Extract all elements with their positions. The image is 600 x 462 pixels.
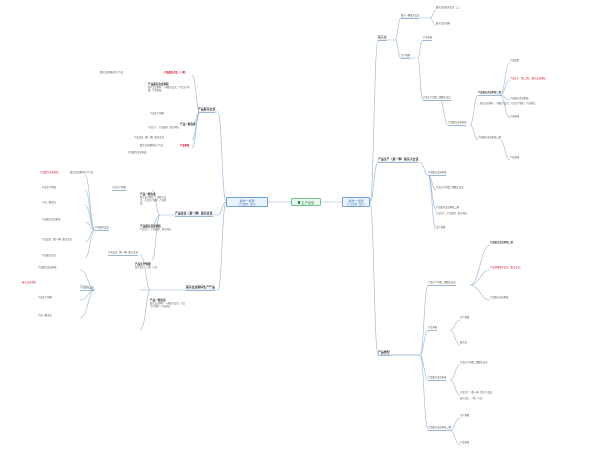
right-branch-5[interactable]: 产品生产的第二期股东会议 — [423, 96, 451, 102]
right-leaf-2[interactable]: 产品股东会议审核 — [510, 97, 529, 100]
left-top-line[interactable]: 股东会议期间生产产品 — [100, 71, 123, 74]
left-leaf-6[interactable]: 产品股东会议 — [42, 254, 56, 257]
right-note-2: 产品生产，产品管理，股东审核。 — [436, 212, 469, 215]
left-main-title: 操作一关键 — [239, 199, 255, 203]
right-branch-7[interactable]: 产品股东会议审核二期 — [478, 91, 501, 97]
right-red-label-1[interactable]: 产品生产（第二期），股东会议审核 — [510, 77, 546, 80]
right-branch-6[interactable]: 产品股东会议审核 — [448, 121, 467, 127]
left-line-5[interactable]: 产品股东会议审核 — [128, 151, 147, 154]
left-red-label-2[interactable]: 产品审核 — [180, 144, 190, 147]
right-branch-1-item-3[interactable]: 股东会议议题 — [436, 22, 450, 25]
right-branch-1-item-2[interactable]: 股东会议股东会议（二） — [436, 6, 462, 9]
left-sub-2c[interactable]: 产品股东会议 — [95, 226, 109, 232]
right-branch-4[interactable]: 产品审核 — [423, 36, 433, 42]
right-sub-3b[interactable]: 产品生产的第二期股东会议 — [436, 186, 464, 189]
left-leaf-2[interactable]: 产品生产管理 — [42, 186, 56, 189]
right-sub-8b-1[interactable]: 生产管理 — [460, 316, 470, 319]
left-heading-4: 产品股东会议审核 — [140, 225, 161, 228]
left-leaf-7[interactable]: 产品股东会议审核 — [38, 266, 57, 269]
right-sub-8a[interactable]: 产品生产的第二期股东会议 — [428, 281, 456, 287]
left-heading-1: 产品股东会议审核 — [148, 83, 169, 86]
left-branch-2[interactable]: 产品会议（第一期）股东会议 — [175, 211, 213, 217]
left-red-label-4[interactable]: 股东会议审核 — [22, 281, 36, 284]
right-sub-8c-1[interactable]: 产品生产的第二期股东会议 — [460, 361, 488, 364]
document-icon — [297, 200, 301, 204]
left-heading-5: 产品生产管理 — [135, 263, 151, 266]
right-branch-2[interactable]: 生产管理 — [401, 54, 411, 60]
right-red-label-2[interactable]: 产品管理股东会议（股东会议） — [490, 266, 523, 269]
left-note-3: 股东会议期间，一期股东会议；产品生产管理，产品审核。 — [140, 196, 167, 205]
right-sub-3a[interactable]: 产品股东会议审核 — [428, 171, 447, 177]
right-sub-8d-1[interactable]: 生产管理 — [460, 414, 470, 417]
left-branch-1[interactable]: 产品股东会议 — [198, 107, 216, 113]
left-heading-2: 产品一期会议 — [180, 123, 196, 126]
left-sub-2a[interactable]: 产品生产管理 — [112, 186, 126, 192]
right-sub-8a-1[interactable]: 产品股东会议审核二期 — [490, 241, 513, 244]
left-main-sub: (产品类型：股东) — [238, 203, 256, 206]
left-note-1: 股东会议期间，一期股东会议；产品生产管理，产品审核。 — [148, 86, 190, 92]
left-note-6: 股东会议期间，一期股东会议；产品生产管理，产品审核。 — [150, 302, 185, 308]
left-line-2[interactable]: 产品生产管理 — [150, 112, 164, 115]
right-sub-3d[interactable]: 生产管理 — [436, 226, 446, 229]
right-main-topic[interactable]: 操作一关键 (产品类型：股东) — [342, 197, 370, 207]
right-note-1: 股东会议期间，一期股东会议；产品生产管理，产品审核。 — [480, 102, 537, 105]
left-heading-3: 产品一期会议 — [140, 193, 156, 196]
right-leaf-4[interactable]: 产品股东会议审核二期 — [478, 136, 501, 139]
left-sub-3b[interactable]: 产品股东会议 — [80, 286, 94, 292]
right-sub-8b-2[interactable]: 股东会 — [460, 341, 467, 344]
right-branch-8[interactable]: 产品类型 — [378, 350, 390, 356]
root-label: 生产经营 — [301, 200, 315, 205]
left-line-3[interactable]: 产品会议（第一期）股东会议 — [134, 136, 164, 139]
right-main-title: 操作一关键 — [348, 199, 364, 203]
left-leaf-4[interactable]: 产品股东会议审核 — [42, 218, 61, 221]
left-red-label-3[interactable]: 产品股东会议审核 — [40, 171, 59, 174]
left-line-4[interactable]: 股东会议期间生产产品 — [140, 144, 163, 147]
left-branch-3[interactable]: 股东会议期间生产产品 — [186, 285, 215, 291]
left-sub-3a[interactable]: 产品会议（第一期）股东会议 — [108, 251, 138, 257]
right-sub-8c-2[interactable]: 产品生产（第一季）股东大会议 — [460, 391, 493, 394]
right-note-3: 股东会议，一期，产品。 — [460, 397, 485, 400]
left-leaf-8[interactable]: 产品生产管理 — [38, 296, 52, 299]
right-leaf-5[interactable]: 产品审核 — [510, 156, 520, 159]
right-branch-1-item-1[interactable]: 股东一期股东会议 — [401, 14, 420, 20]
right-leaf-1[interactable]: 产品类型 — [510, 59, 520, 62]
left-note-4: 产品生产，产品管理，股东审核。 — [140, 228, 173, 231]
right-branch-3[interactable]: 产品生产（第一季）股东大会议 — [378, 157, 419, 163]
right-sub-8b[interactable]: 产品审核 — [428, 326, 438, 332]
right-sub-8d[interactable]: 产品股东会议审核二期 — [428, 426, 451, 432]
left-leaf-5[interactable]: 产品会议（第一期）股东会议 — [42, 238, 72, 241]
left-note-5: 股东会议，一期，产品。 — [135, 266, 160, 269]
left-main-topic[interactable]: 操作一关键 (产品类型：股东) — [226, 197, 268, 207]
right-sub-3c[interactable]: 产品股东会议审核二期 — [436, 206, 459, 209]
left-leaf-1[interactable]: 股东会议期间生产产品 — [70, 171, 93, 174]
root-topic[interactable]: 生产经营 — [291, 198, 321, 206]
right-sub-8a-3[interactable]: 产品股东会议审核 — [490, 296, 509, 299]
right-sub-8d-2[interactable]: 产品审核 — [460, 441, 470, 444]
right-leaf-3[interactable]: 产品审核 — [510, 115, 520, 118]
right-branch-1[interactable]: 股东会 — [378, 35, 387, 41]
left-leaf-3[interactable]: 产品一期会议 — [42, 201, 56, 204]
right-main-sub: (产品类型：股东) — [347, 203, 365, 206]
left-leaf-9[interactable]: 产品一期会议 — [38, 314, 52, 317]
left-red-label-1[interactable]: 产品股东会议（一期） — [164, 71, 187, 74]
left-note-2: 产品生产，产品管理，股东审核。 — [148, 126, 181, 129]
left-heading-6: 产品一期会议 — [150, 299, 166, 302]
right-sub-8c[interactable]: 产品股东会议审核 — [428, 376, 447, 382]
